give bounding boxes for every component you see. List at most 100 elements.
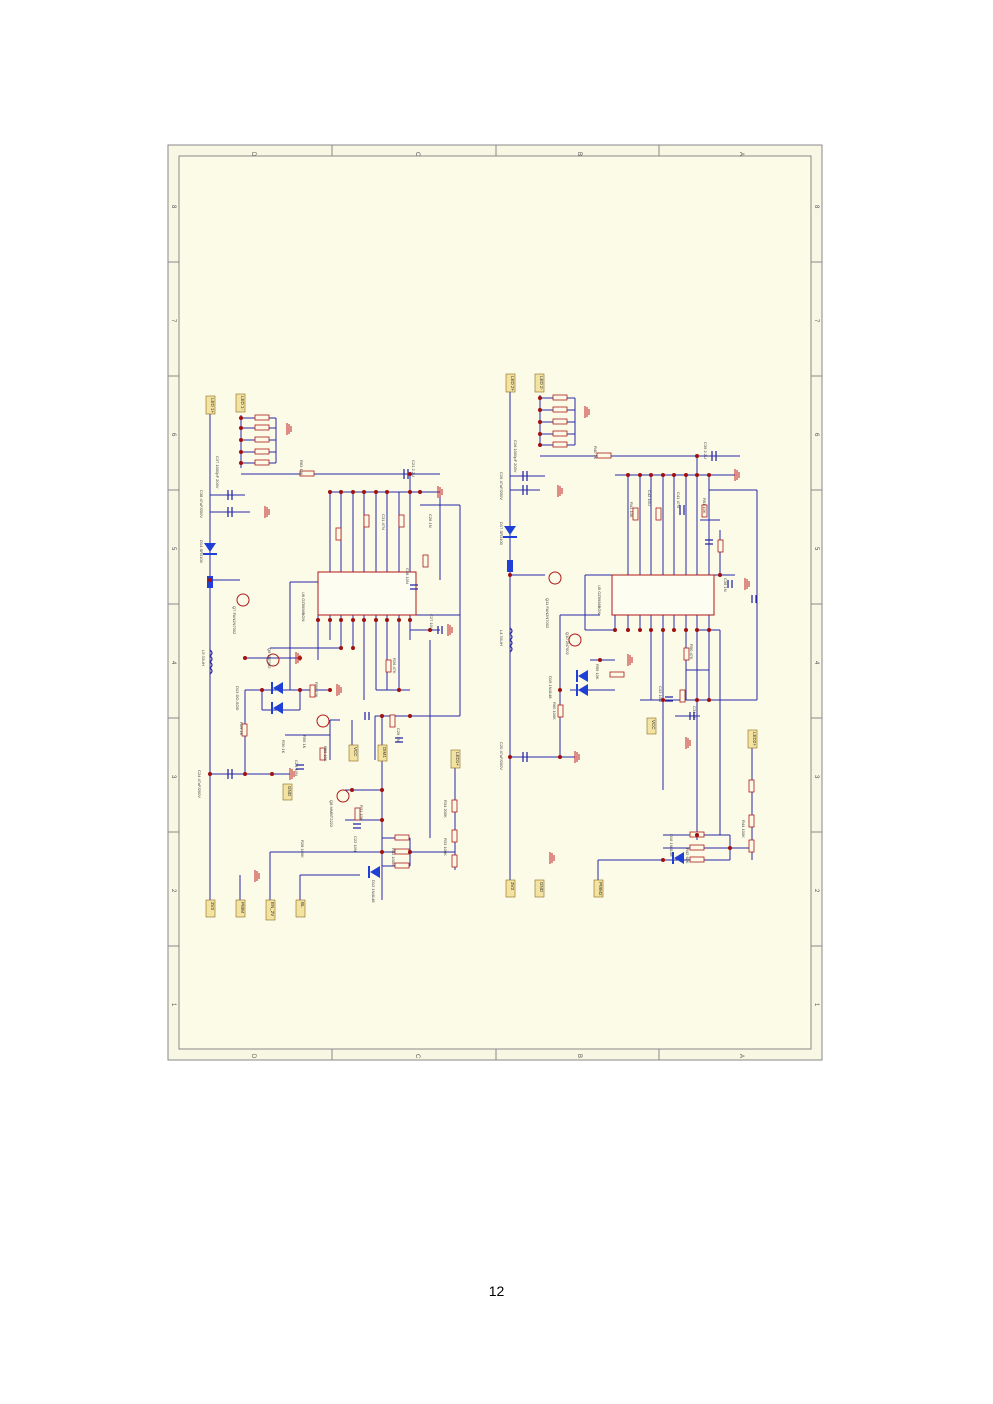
svg-text:R58 10K: R58 10K (323, 746, 328, 762)
port-bl: BL (295, 899, 306, 918)
svg-text:Q6 2N7002: Q6 2N7002 (267, 648, 272, 669)
svg-text:R28 100K: R28 100K (300, 840, 305, 858)
svg-text:C42 10U: C42 10U (647, 490, 652, 506)
left-ic-u6 (317, 571, 417, 616)
svg-text:C25 1N: C25 1N (396, 728, 401, 742)
right-capacitors (522, 451, 757, 762)
zone-number: 5 (170, 547, 176, 551)
zone-letters-bottom: D C B A (250, 1054, 744, 1059)
svg-text:C34 1N: C34 1N (692, 706, 697, 720)
left-wires (209, 410, 461, 900)
svg-text:LED 1-: LED 1- (240, 396, 245, 411)
zone-number: 2 (170, 889, 176, 893)
port-pwm-left: PWM (235, 899, 246, 918)
right-inductor-l4 (509, 627, 513, 653)
port-3v3-left: 3V3 (205, 899, 216, 918)
svg-text:LED1+: LED1+ (455, 752, 460, 766)
zone-number: 1 (813, 1003, 819, 1007)
port-3v3-right: 3V3 (505, 879, 516, 898)
right-ground-symbols (549, 406, 750, 864)
port-led2plus-b: LED2+ (747, 729, 758, 749)
svg-text:R59 1K: R59 1K (302, 735, 307, 749)
port-led2-plus: LED 2+ (505, 373, 516, 393)
svg-text:C38 47uF/200V: C38 47uF/200V (199, 490, 204, 518)
svg-text:R40 1K: R40 1K (593, 446, 598, 460)
left-junctions (208, 416, 432, 854)
svg-text:U6 OZ9998BGN: U6 OZ9998BGN (301, 592, 306, 621)
svg-text:R50 47K: R50 47K (689, 644, 694, 660)
svg-text:Q10 2N7002: Q10 2N7002 (565, 632, 570, 655)
zone-letter: D (250, 1054, 256, 1059)
right-circuit: LED 2+ LED 2- VCC LED2+ GND 3V3 PWM2 U5 … (499, 373, 758, 898)
port-led1plus-b: LED1+ (450, 749, 461, 769)
port-led1-plus: LED 1+ (205, 395, 216, 415)
svg-text:R29 1K: R29 1K (239, 722, 244, 736)
port-dim1: DIM1 (377, 744, 388, 762)
zone-number: 2 (813, 889, 819, 893)
svg-text:C35 2.2U: C35 2.2U (703, 442, 708, 459)
zone-number: 5 (813, 547, 819, 551)
svg-text:U5 OZ9998BGN: U5 OZ9998BGN (597, 585, 602, 614)
port-gnd-left: GND (282, 783, 293, 801)
svg-text:R33 100K: R33 100K (443, 838, 448, 856)
svg-text:3V3: 3V3 (510, 882, 515, 891)
port-led1-minus: LED 1- (235, 393, 246, 413)
right-part-labels: U5 OZ9998BGN Q11 FAN2N7002 L4 33UH D17 S… (499, 440, 746, 864)
zone-letter: A (738, 152, 744, 156)
svg-text:C19 47uF/200V: C19 47uF/200V (499, 472, 504, 500)
svg-text:R61 10K: R61 10K (702, 498, 707, 514)
right-transistors (548, 571, 582, 647)
svg-text:D15 1N4148: D15 1N4148 (548, 676, 553, 699)
svg-text:R42 62K: R42 62K (685, 848, 690, 864)
left-capacitors (227, 469, 443, 829)
zone-number: 6 (813, 433, 819, 437)
svg-text:BL: BL (300, 902, 305, 908)
svg-text:R60 100K: R60 100K (552, 702, 557, 720)
page-number: 12 (488, 1283, 505, 1299)
zone-letter: D (250, 152, 256, 157)
port-led2-minus: LED 2- (534, 373, 545, 393)
zone-number: 7 (813, 319, 819, 323)
left-ground-symbols (254, 423, 453, 882)
left-inductor-l5 (209, 649, 213, 675)
svg-text:R56 10K: R56 10K (314, 682, 319, 698)
svg-text:C41 47N: C41 47N (676, 492, 681, 508)
port-vcc-left: VCC (348, 744, 359, 762)
svg-text:R31 10K: R31 10K (359, 805, 364, 821)
svg-text:C37 1000pF 200V: C37 1000pF 200V (215, 456, 220, 489)
right-diodes (503, 526, 684, 864)
right-ports: LED 2+ LED 2- VCC LED2+ GND 3V3 PWM2 (505, 373, 758, 898)
zone-letter: A (738, 1054, 744, 1058)
svg-text:PWM2: PWM2 (598, 882, 603, 896)
zone-number: 3 (170, 775, 176, 779)
zone-number: 7 (170, 319, 176, 323)
svg-text:C36 1N: C36 1N (723, 578, 728, 592)
port-vcc-right: VCC (646, 717, 657, 735)
svg-text:D17 SR3100: D17 SR3100 (499, 522, 504, 546)
svg-text:R34 200K: R34 200K (443, 800, 448, 818)
svg-text:C27 10U: C27 10U (429, 614, 434, 630)
svg-text:C26 1N: C26 1N (428, 514, 433, 528)
zone-letter: C (414, 1054, 420, 1059)
svg-text:C28 10N: C28 10N (405, 568, 410, 584)
svg-text:GND: GND (287, 786, 292, 797)
port-pwm2: PWM2 (593, 879, 604, 898)
port-en2v: EN_2V (265, 899, 276, 921)
svg-text:C22 10N: C22 10N (353, 836, 358, 852)
zone-number: 6 (170, 433, 176, 437)
svg-text:LED 1+: LED 1+ (210, 398, 215, 414)
svg-text:Q7 FAN2N7002: Q7 FAN2N7002 (232, 606, 237, 635)
svg-text:LED 2-: LED 2- (539, 376, 544, 391)
zone-number: 4 (813, 661, 819, 665)
zone-letter: B (576, 152, 582, 156)
svg-text:R30 1K: R30 1K (281, 740, 286, 754)
svg-text:D13 DO-SOD: D13 DO-SOD (235, 686, 240, 711)
svg-text:PWM: PWM (240, 902, 245, 913)
svg-text:C24 47uF/200V: C24 47uF/200V (197, 770, 202, 798)
svg-text:R59 10K: R59 10K (595, 664, 600, 680)
svg-text:R32 100K: R32 100K (391, 848, 396, 866)
left-part-labels: U6 OZ9998BGN Q7 FAN2N7002 L5 33UH D14 SR… (197, 456, 448, 903)
zone-numbers-left: 8 7 6 5 4 3 2 1 (170, 205, 176, 1007)
svg-text:C20 47uF/200V: C20 47uF/200V (499, 742, 504, 770)
svg-text:Q8 MMBT2222: Q8 MMBT2222 (329, 800, 334, 828)
